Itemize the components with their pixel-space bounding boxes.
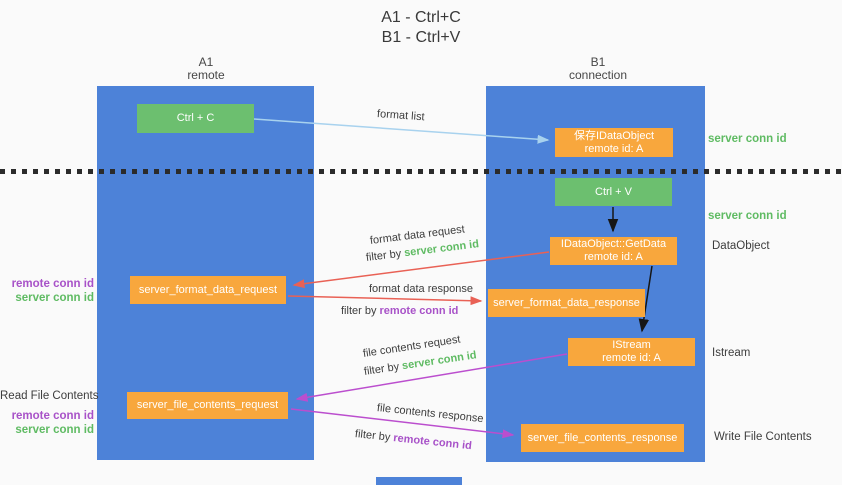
diagram-title: A1 - Ctrl+C B1 - Ctrl+V	[321, 8, 521, 48]
right-label-server-conn-id-mid: server conn id	[708, 210, 787, 222]
server-file-contents-response-label: server_file_contents_response	[527, 431, 678, 444]
label-filter-by-remote-conn-id-2: filter by remote conn id	[354, 428, 472, 452]
node-getdata[interactable]: IDataObject::GetData remote id: A	[550, 237, 677, 265]
server-format-data-response-label: server_format_data_response	[493, 296, 640, 309]
filter-by-text: filter by	[363, 360, 400, 378]
filter-by-text: filter by	[354, 428, 391, 444]
column-b1-name: B1	[590, 55, 606, 69]
label-filter-by-remote-conn-id-1: filter by remote conn id	[341, 305, 458, 317]
left-label-server-conn-id-lower: server conn id	[15, 423, 94, 436]
title-line-2: B1 - Ctrl+V	[381, 29, 461, 46]
left-label-remote-conn-id-lower: remote conn id	[11, 410, 94, 422]
node-ctrl-c[interactable]: Ctrl + C	[137, 104, 254, 133]
remote-conn-id-text: remote conn id	[392, 432, 473, 453]
left-labels-lower: remote conn id server conn id	[0, 410, 94, 437]
horizontal-scrollbar-thumb[interactable]	[376, 477, 462, 485]
server-conn-id-text: server conn id	[401, 349, 478, 373]
right-label-dataobject: DataObject	[712, 240, 770, 252]
column-a1-name: A1	[198, 55, 214, 69]
ctrl-c-label: Ctrl + C	[176, 112, 215, 124]
getdata-line1: IDataObject::GetData	[560, 238, 667, 250]
save-dataobject-line1: 保存IDataObject	[573, 129, 655, 142]
getdata-line2: remote id: A	[584, 251, 643, 263]
right-label-server-conn-id-top: server conn id	[708, 133, 787, 145]
node-server-file-contents-request[interactable]: server_file_contents_request	[127, 392, 288, 419]
label-format-list: format list	[376, 108, 425, 124]
remote-conn-id-text: remote conn id	[379, 305, 459, 317]
column-header-b1: B1 connection	[538, 56, 658, 82]
istream-line2: remote id: A	[602, 352, 661, 364]
node-save-dataobject[interactable]: 保存IDataObject remote id: A	[555, 128, 673, 157]
save-dataobject-line2: remote id: A	[584, 142, 644, 155]
label-format-data-response: format data response	[369, 283, 473, 295]
column-header-a1: A1 remote	[146, 56, 266, 82]
arrow-format-data-response	[287, 295, 483, 306]
ctrl-v-label: Ctrl + V	[595, 185, 632, 198]
column-a1-role: remote	[187, 68, 225, 82]
istream-line1: IStream	[612, 339, 651, 351]
session-divider-line	[0, 169, 842, 174]
filter-by-text: filter by	[365, 247, 402, 264]
right-label-istream: Istream	[712, 347, 751, 359]
node-istream[interactable]: IStream remote id: A	[568, 338, 695, 366]
server-file-contents-request-label: server_file_contents_request	[136, 399, 279, 411]
server-format-data-request-label: server_format_data_request	[138, 283, 278, 296]
node-ctrl-v[interactable]: Ctrl + V	[555, 178, 672, 206]
label-file-contents-response: file contents response	[376, 402, 485, 426]
left-label-read-file-contents: Read File Contents	[0, 390, 99, 402]
left-labels-upper: remote conn id server conn id	[0, 278, 94, 305]
right-label-write-file-contents: Write File Contents	[714, 431, 812, 443]
filter-by-text: filter by	[341, 305, 377, 317]
left-label-remote-conn-id-upper: remote conn id	[11, 278, 94, 290]
column-b1-role: connection	[568, 68, 628, 82]
node-server-format-data-request[interactable]: server_format_data_request	[130, 276, 286, 304]
node-server-file-contents-response[interactable]: server_file_contents_response	[521, 424, 684, 452]
title-line-1: A1 - Ctrl+C	[381, 9, 461, 26]
left-label-server-conn-id-upper: server conn id	[15, 291, 94, 304]
node-server-format-data-response[interactable]: server_format_data_response	[488, 289, 645, 317]
